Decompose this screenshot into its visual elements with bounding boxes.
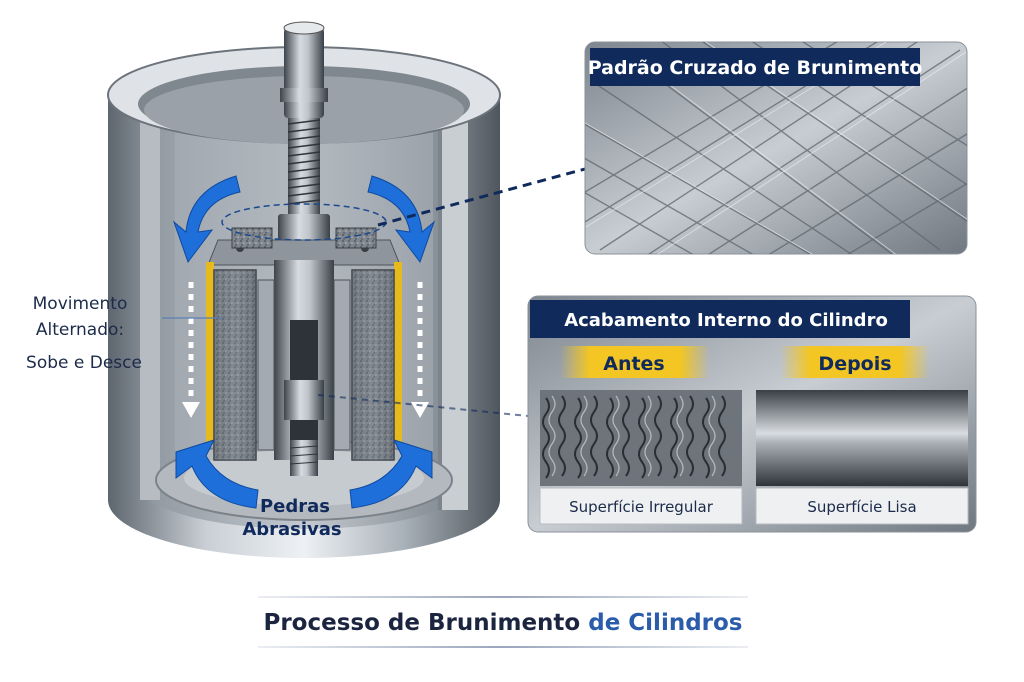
arrow-top-right-icon bbox=[367, 175, 436, 264]
crosshatch-panel: Padrão Cruzado de Brunimento bbox=[584, 41, 968, 255]
smooth-surface-sample bbox=[756, 390, 968, 486]
abrasive-stone-back-left bbox=[231, 227, 273, 249]
abrasive-stone-right bbox=[351, 269, 395, 461]
arrow-bottom-right-icon bbox=[349, 439, 433, 509]
reciprocating-arrows bbox=[182, 282, 429, 418]
footer-title-part3: Cilindros bbox=[628, 610, 742, 636]
rotation-arrows bbox=[172, 175, 436, 509]
footer-rule-top bbox=[258, 596, 748, 598]
cylinder-cut-wall bbox=[438, 110, 468, 510]
arrow-bottom-left-icon bbox=[175, 439, 259, 509]
rough-surface-sample bbox=[540, 390, 742, 486]
after-label: Depois bbox=[818, 353, 891, 375]
finish-title-bar bbox=[530, 300, 910, 338]
abrasive-stone-left bbox=[213, 269, 257, 461]
before-label: Antes bbox=[603, 353, 665, 375]
finish-panel: Acabamento Interno do Cilindro Antes Dep… bbox=[527, 295, 977, 533]
motion-label-line2: Alternado: bbox=[36, 320, 124, 340]
motion-label-line1: Movimento bbox=[33, 294, 128, 314]
honing-tool bbox=[206, 21, 402, 476]
crosshatch-title: Padrão Cruzado de Brunimento bbox=[588, 57, 923, 79]
tool-shaft bbox=[284, 28, 324, 118]
pointer-to-crosshatch bbox=[377, 164, 597, 227]
after-caption: Superfície Lisa bbox=[807, 498, 916, 516]
stones-label-line2: Abrasivas bbox=[242, 519, 341, 540]
tool-thread bbox=[287, 118, 321, 214]
footer-title: Processo de Brunimento de Cilindros bbox=[263, 610, 742, 636]
before-caption: Superfície Irregular bbox=[569, 498, 714, 516]
stones-label-line1: Pedras bbox=[260, 496, 330, 517]
footer-title-part2: de bbox=[580, 610, 628, 636]
arrow-top-left-icon bbox=[172, 175, 241, 264]
pointer-to-finish bbox=[317, 394, 529, 417]
finish-title: Acabamento Interno do Cilindro bbox=[564, 310, 888, 331]
footer-rule-bottom bbox=[258, 646, 748, 648]
crosshatch-title-bar bbox=[590, 48, 920, 86]
footer-title-part1: Processo de Brunimento bbox=[263, 610, 580, 636]
crosshatch-texture bbox=[585, 42, 967, 254]
motion-label-line3: Sobe e Desce bbox=[26, 353, 142, 373]
abrasive-stone-back-right bbox=[335, 227, 377, 249]
